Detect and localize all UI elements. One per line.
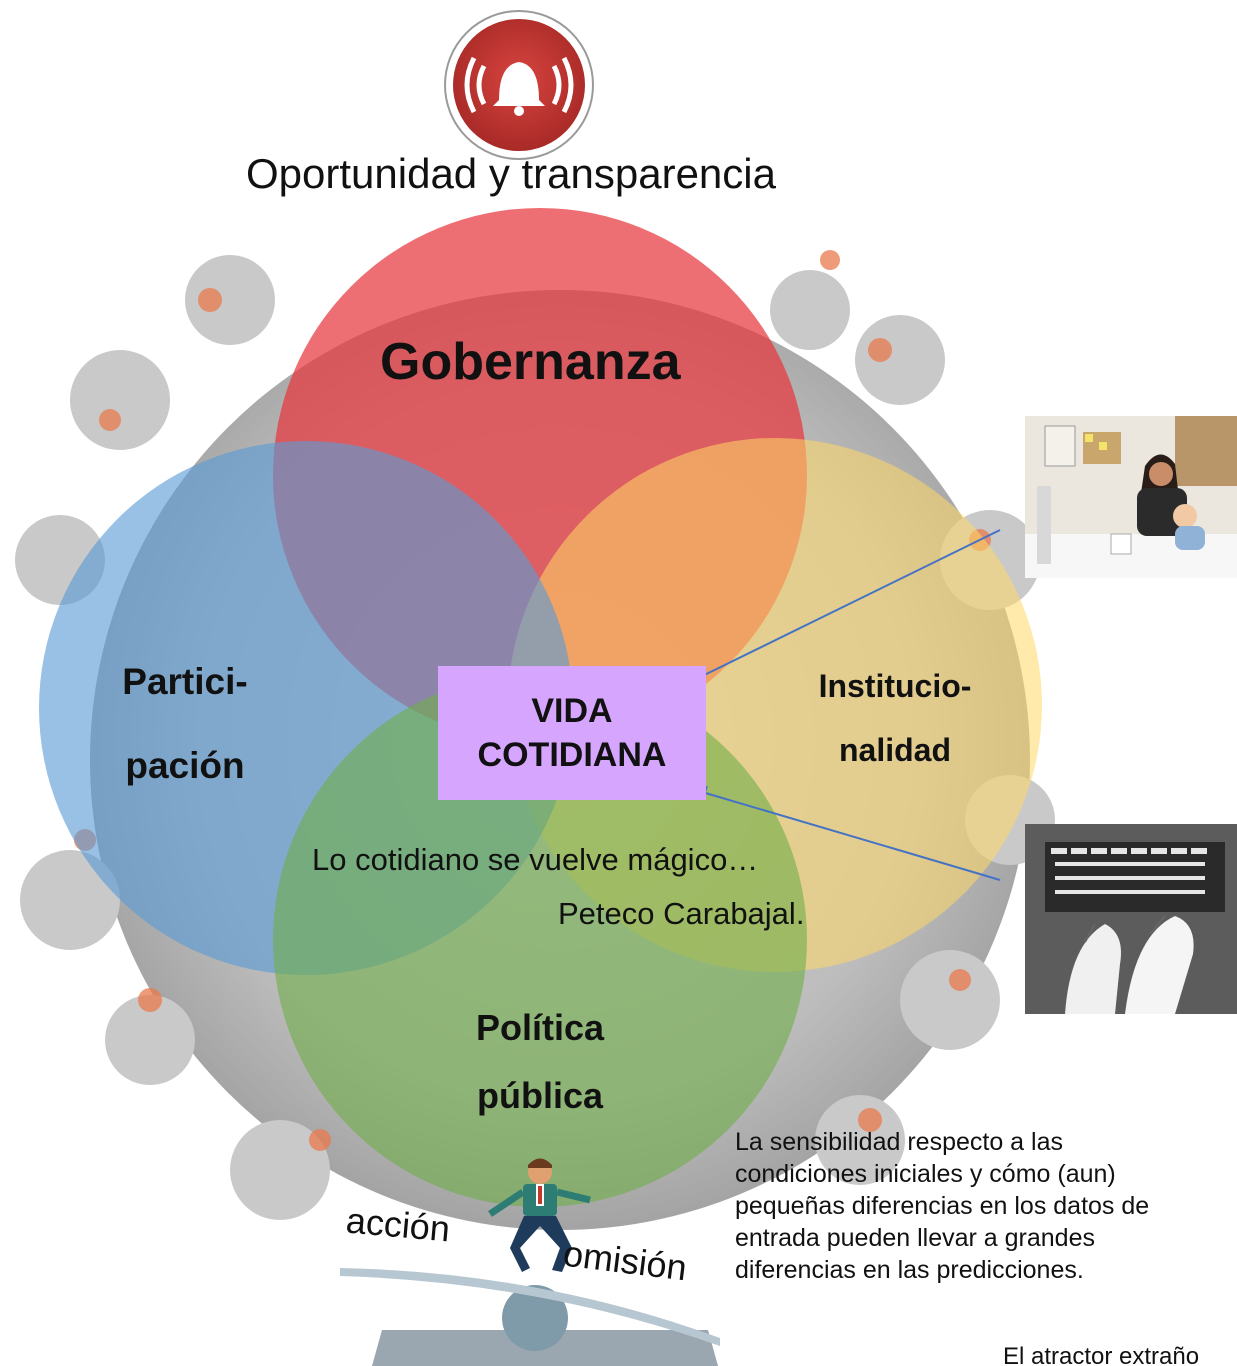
politica-label-line2: pública (476, 1075, 604, 1116)
page-title: Oportunidad y transparencia (246, 150, 776, 197)
politica-label: Política pública (435, 994, 645, 1130)
quote-text: Lo cotidiano se vuelve mágico… (312, 842, 759, 877)
vida-cotidiana-line2: COTIDIANA (477, 736, 667, 774)
businessman-figure (488, 1158, 591, 1272)
footer-text: El atractor extraño (1003, 1342, 1237, 1366)
hands-typing-keyboard-photo (1025, 824, 1237, 1014)
sensitivity-note: La sensibilidad respecto a las condicion… (735, 1126, 1149, 1286)
participacion-label-line1: Partici- (122, 661, 248, 702)
alarm-bell-icon (444, 10, 594, 160)
keyboard-scene (1025, 824, 1237, 1014)
balance-seesaw (340, 1268, 720, 1366)
politica-label-line1: Política (475, 1007, 605, 1048)
footer-caption: El atractor extraño (1003, 1343, 1200, 1366)
participacion-label-line2: pación (125, 745, 245, 786)
note-line-5: diferencias en las predicciones. (735, 1256, 1084, 1284)
note-line-4: entrada pueden llevar a grandes (735, 1224, 1095, 1252)
office-scene (1025, 416, 1237, 578)
vida-cotidiana-box: VIDA COTIDIANA (438, 666, 706, 800)
woman-working-with-baby-photo (1025, 416, 1237, 578)
accion-label: acción (344, 1199, 452, 1250)
gobernanza-label: Gobernanza (380, 333, 681, 391)
institucionalidad-label-line1: Institucio- (818, 668, 972, 704)
politica-circle (273, 673, 807, 1207)
vida-cotidiana-line1: VIDA (531, 692, 613, 730)
note-line-1: La sensibilidad respecto a las (735, 1128, 1063, 1156)
note-line-3: pequeñas diferencias en los datos de (735, 1192, 1150, 1220)
institucionalidad-label: Institucio- nalidad (790, 654, 1000, 782)
participacion-label: Partici- pación (80, 640, 290, 808)
note-line-2: condiciones iniciales y cómo (aun) (735, 1160, 1116, 1188)
institucionalidad-label-line2: nalidad (838, 732, 951, 768)
quote-author: Peteco Carabajal. (558, 896, 805, 931)
